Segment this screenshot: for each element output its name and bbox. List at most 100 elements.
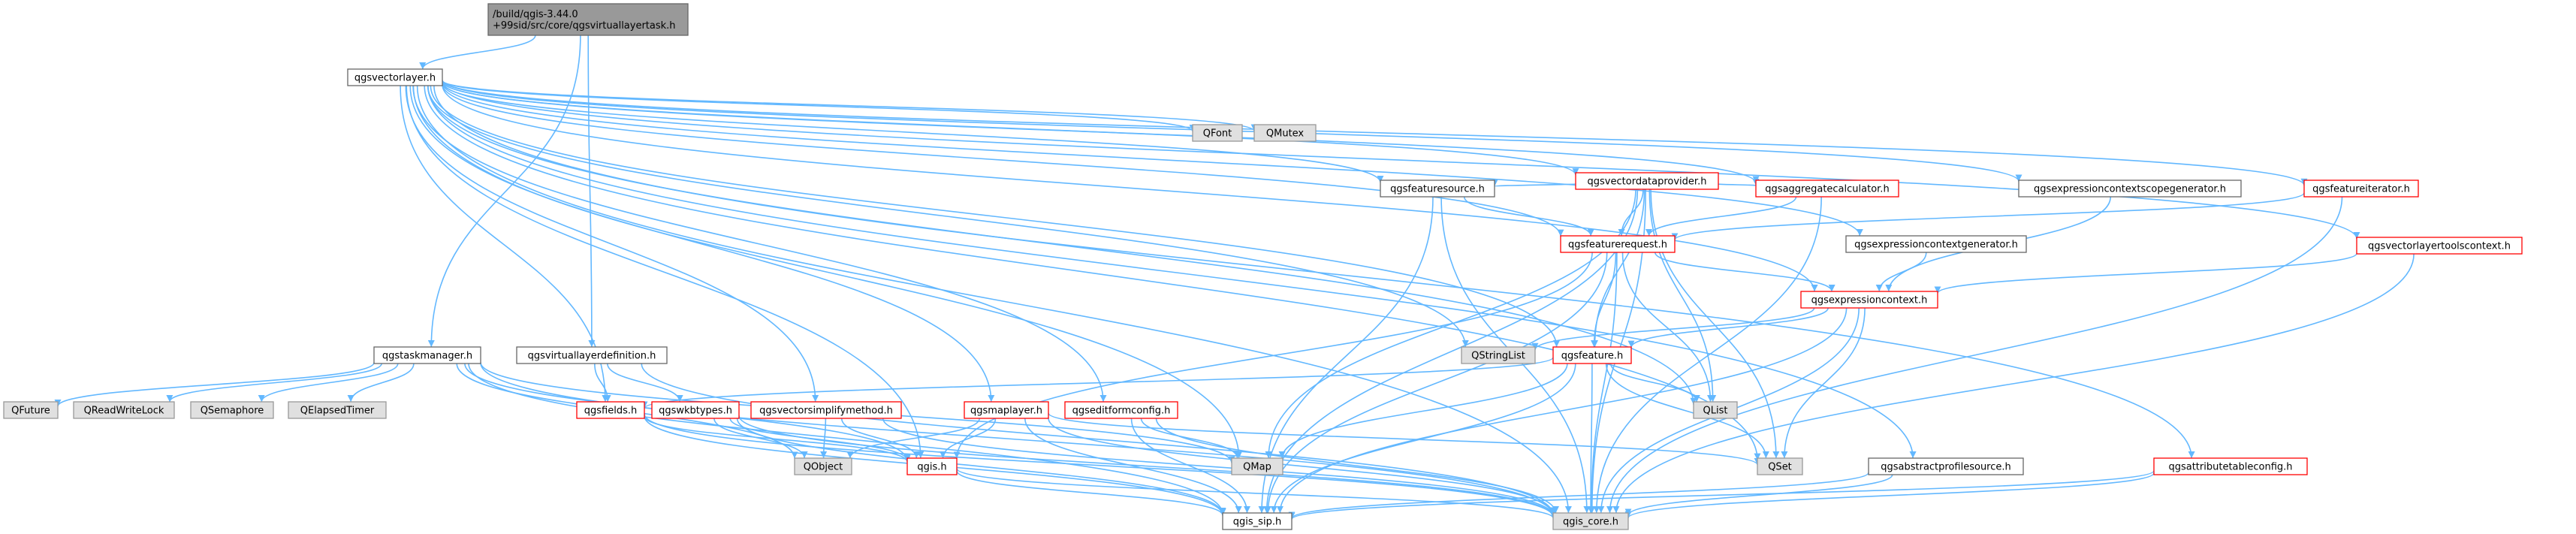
node-label-qgsvectorsimplifymethod: qgsvectorsimplifymethod.h [759,406,893,417]
node-box-qgis[interactable] [906,457,958,475]
node-qgsaggregatecalculator[interactable]: qgsaggregatecalculator.h [1755,180,1899,198]
node-box-qgsvectorlayer[interactable] [347,68,443,86]
node-box-qlist[interactable] [1693,401,1738,419]
node-box-qgsexpressioncontextscopegenerator[interactable] [2018,180,2242,198]
edge-qgsmaplayer-to-qset [1048,412,1761,466]
node-box-root [487,3,689,36]
node-label-qgsaggregatecalculator: qgsaggregatecalculator.h [1765,184,1889,195]
node-box-qgsfeaturesource[interactable] [1380,180,1495,198]
node-qreadwritelock[interactable]: QReadWriteLock [73,401,175,419]
node-qsemaphore[interactable]: QSemaphore [190,401,274,419]
node-box-qgsfeatureiterator[interactable] [2303,180,2419,198]
node-label-qset: QSet [1768,462,1792,473]
node-qgsfields[interactable]: qgsfields.h [576,401,645,419]
node-box-qstringlist[interactable] [1461,346,1536,364]
node-label-qreadwritelock: QReadWriteLock [84,406,164,417]
node-box-qgsvectorlayertoolscontext[interactable] [2356,237,2523,255]
node-box-qmap[interactable] [1231,457,1283,475]
edge-root-to-qgsvectorlayer [419,35,536,70]
node-box-qsemaphore[interactable] [190,401,274,419]
node-qgsfeature[interactable]: qgsfeature.h [1552,346,1632,364]
node-box-qgsvectorsimplifymethod[interactable] [750,401,902,419]
node-box-qgstaskmanager[interactable] [373,346,481,364]
node-qgis_core[interactable]: qgis_core.h [1552,512,1629,530]
node-qmap[interactable]: QMap [1231,457,1283,475]
edge-qgsexpressioncontext-to-qstringlist [1531,307,1815,351]
edge-qgsfeature-to-qgis_core [1587,363,1594,514]
node-label-qgsfeaturesource: qgsfeaturesource.h [1390,184,1485,195]
node-box-qfont[interactable] [1192,124,1243,142]
node-qgis[interactable]: qgis.h [906,457,958,475]
node-qgsvectorsimplifymethod[interactable]: qgsvectorsimplifymethod.h [750,401,902,419]
node-qgsmaplayer[interactable]: qgsmaplayer.h [964,401,1049,419]
node-qmutex[interactable]: QMutex [1253,124,1317,142]
node-box-qreadwritelock[interactable] [73,401,175,419]
node-qobject[interactable]: QObject [794,457,852,475]
node-box-qgsvirtuallayerdefinition[interactable] [516,346,668,364]
edge-qgseditformconfig-to-qgis_sip [1130,418,1250,514]
node-box-qgsmaplayer[interactable] [964,401,1049,419]
node-qgsfeaturerequest[interactable]: qgsfeaturerequest.h [1560,235,1676,253]
node-qgsvirtuallayerdefinition[interactable]: qgsvirtuallayerdefinition.h [516,346,668,364]
edge-qgsvectorlayer-to-qgsabstractprofilesource [427,85,1917,459]
node-qfuture[interactable]: QFuture [3,401,59,419]
edge-qgsvectorlayer-to-qgsfields [400,85,609,403]
node-box-qobject[interactable] [794,457,852,475]
node-qgsvectordataprovider[interactable]: qgsvectordataprovider.h [1575,172,1719,190]
edge-qgsabstractprofilesource-to-qgis_core [1624,474,1893,516]
node-qgsexpressioncontextgenerator[interactable]: qgsexpressioncontextgenerator.h [1845,235,2027,253]
node-box-qgsfeature[interactable] [1552,346,1632,364]
node-qlist[interactable]: QList [1693,401,1738,419]
node-box-qgsaggregatecalculator[interactable] [1755,180,1899,198]
node-qelapsedtimer[interactable]: QElapsedTimer [288,401,387,419]
node-box-qgsfields[interactable] [576,401,645,419]
node-box-qelapsedtimer[interactable] [288,401,387,419]
node-qgsfeaturesource[interactable]: qgsfeaturesource.h [1380,180,1495,198]
node-box-qfuture[interactable] [3,401,59,419]
node-box-qgis_core[interactable] [1552,512,1629,530]
node-qset[interactable]: QSet [1757,457,1803,475]
node-box-qset[interactable] [1757,457,1803,475]
node-qfont[interactable]: QFont [1192,124,1243,142]
node-qgsexpressioncontextscopegenerator[interactable]: qgsexpressioncontextscopegenerator.h [2018,180,2242,198]
node-box-qgis_sip[interactable] [1222,512,1293,530]
node-label-qgsfeaturerequest: qgsfeaturerequest.h [1568,240,1667,251]
edge-qgstaskmanager-to-qsemaphore [258,363,399,403]
node-box-qmutex[interactable] [1253,124,1317,142]
node-label-qlist: QList [1703,406,1728,417]
node-qgsvectorlayer[interactable]: qgsvectorlayer.h [347,68,443,86]
node-box-qgsabstractprofilesource[interactable] [1868,457,2024,475]
node-box-qgsexpressioncontextgenerator[interactable] [1845,235,2027,253]
node-qgsexpressioncontext[interactable]: qgsexpressioncontext.h [1800,291,1938,309]
edge-qgsattributetableconfig-to-qgis_core [1624,472,2155,519]
node-box-qgsfeaturerequest[interactable] [1560,235,1676,253]
edge-qgsfeaturerequest-to-qgis_core [1588,252,1618,514]
node-qgsabstractprofilesource[interactable]: qgsabstractprofilesource.h [1868,457,2024,475]
node-qgsfeatureiterator[interactable]: qgsfeatureiterator.h [2303,180,2419,198]
node-box-qgswkbtypes[interactable] [651,401,740,419]
node-qgseditformconfig[interactable]: qgseditformconfig.h [1064,401,1178,419]
node-qgstaskmanager[interactable]: qgstaskmanager.h [373,346,481,364]
edge-qgsvectorlayer-to-qgsfeaturesource [442,82,1384,183]
edge-qgsvectorlayer-to-qgsvectorsimplifymethod [405,85,819,403]
edge-qgsfeature-to-qlist [1609,363,1700,403]
node-qgsattributetableconfig[interactable]: qgsattributetableconfig.h [2153,457,2308,475]
edge-root-to-qgstaskmanager [427,35,581,348]
edge-qgsvectorlayer-to-qgsfeatureiterator [442,80,2308,186]
edge-qgstaskmanager-to-qelapsedtimer [347,363,415,403]
node-label-root: +99sid/src/core/qgsvirtuallayertask.h [493,20,676,32]
node-box-qgsvectordataprovider[interactable] [1575,172,1719,190]
edge-qgsvectordataprovider-to-qgsfeature [1591,189,1645,348]
edge-qgsvectorlayer-to-qset [424,85,1761,460]
node-qgis_sip[interactable]: qgis_sip.h [1222,512,1293,530]
node-label-qfuture: QFuture [11,406,50,417]
node-qgswkbtypes[interactable]: qgswkbtypes.h [651,401,740,419]
node-label-qgsfields: qgsfields.h [584,406,637,417]
node-box-qgseditformconfig[interactable] [1064,401,1178,419]
edge-qgsmaplayer-to-qgis_sip [1024,418,1242,514]
node-box-qgsexpressioncontext[interactable] [1800,291,1938,309]
node-qgsvectorlayertoolscontext[interactable]: qgsvectorlayertoolscontext.h [2356,237,2523,255]
edge-qgsfeaturerequest-to-qgis_sip [1264,252,1608,514]
node-qstringlist[interactable]: QStringList [1461,346,1536,364]
node-box-qgsattributetableconfig[interactable] [2153,457,2308,475]
